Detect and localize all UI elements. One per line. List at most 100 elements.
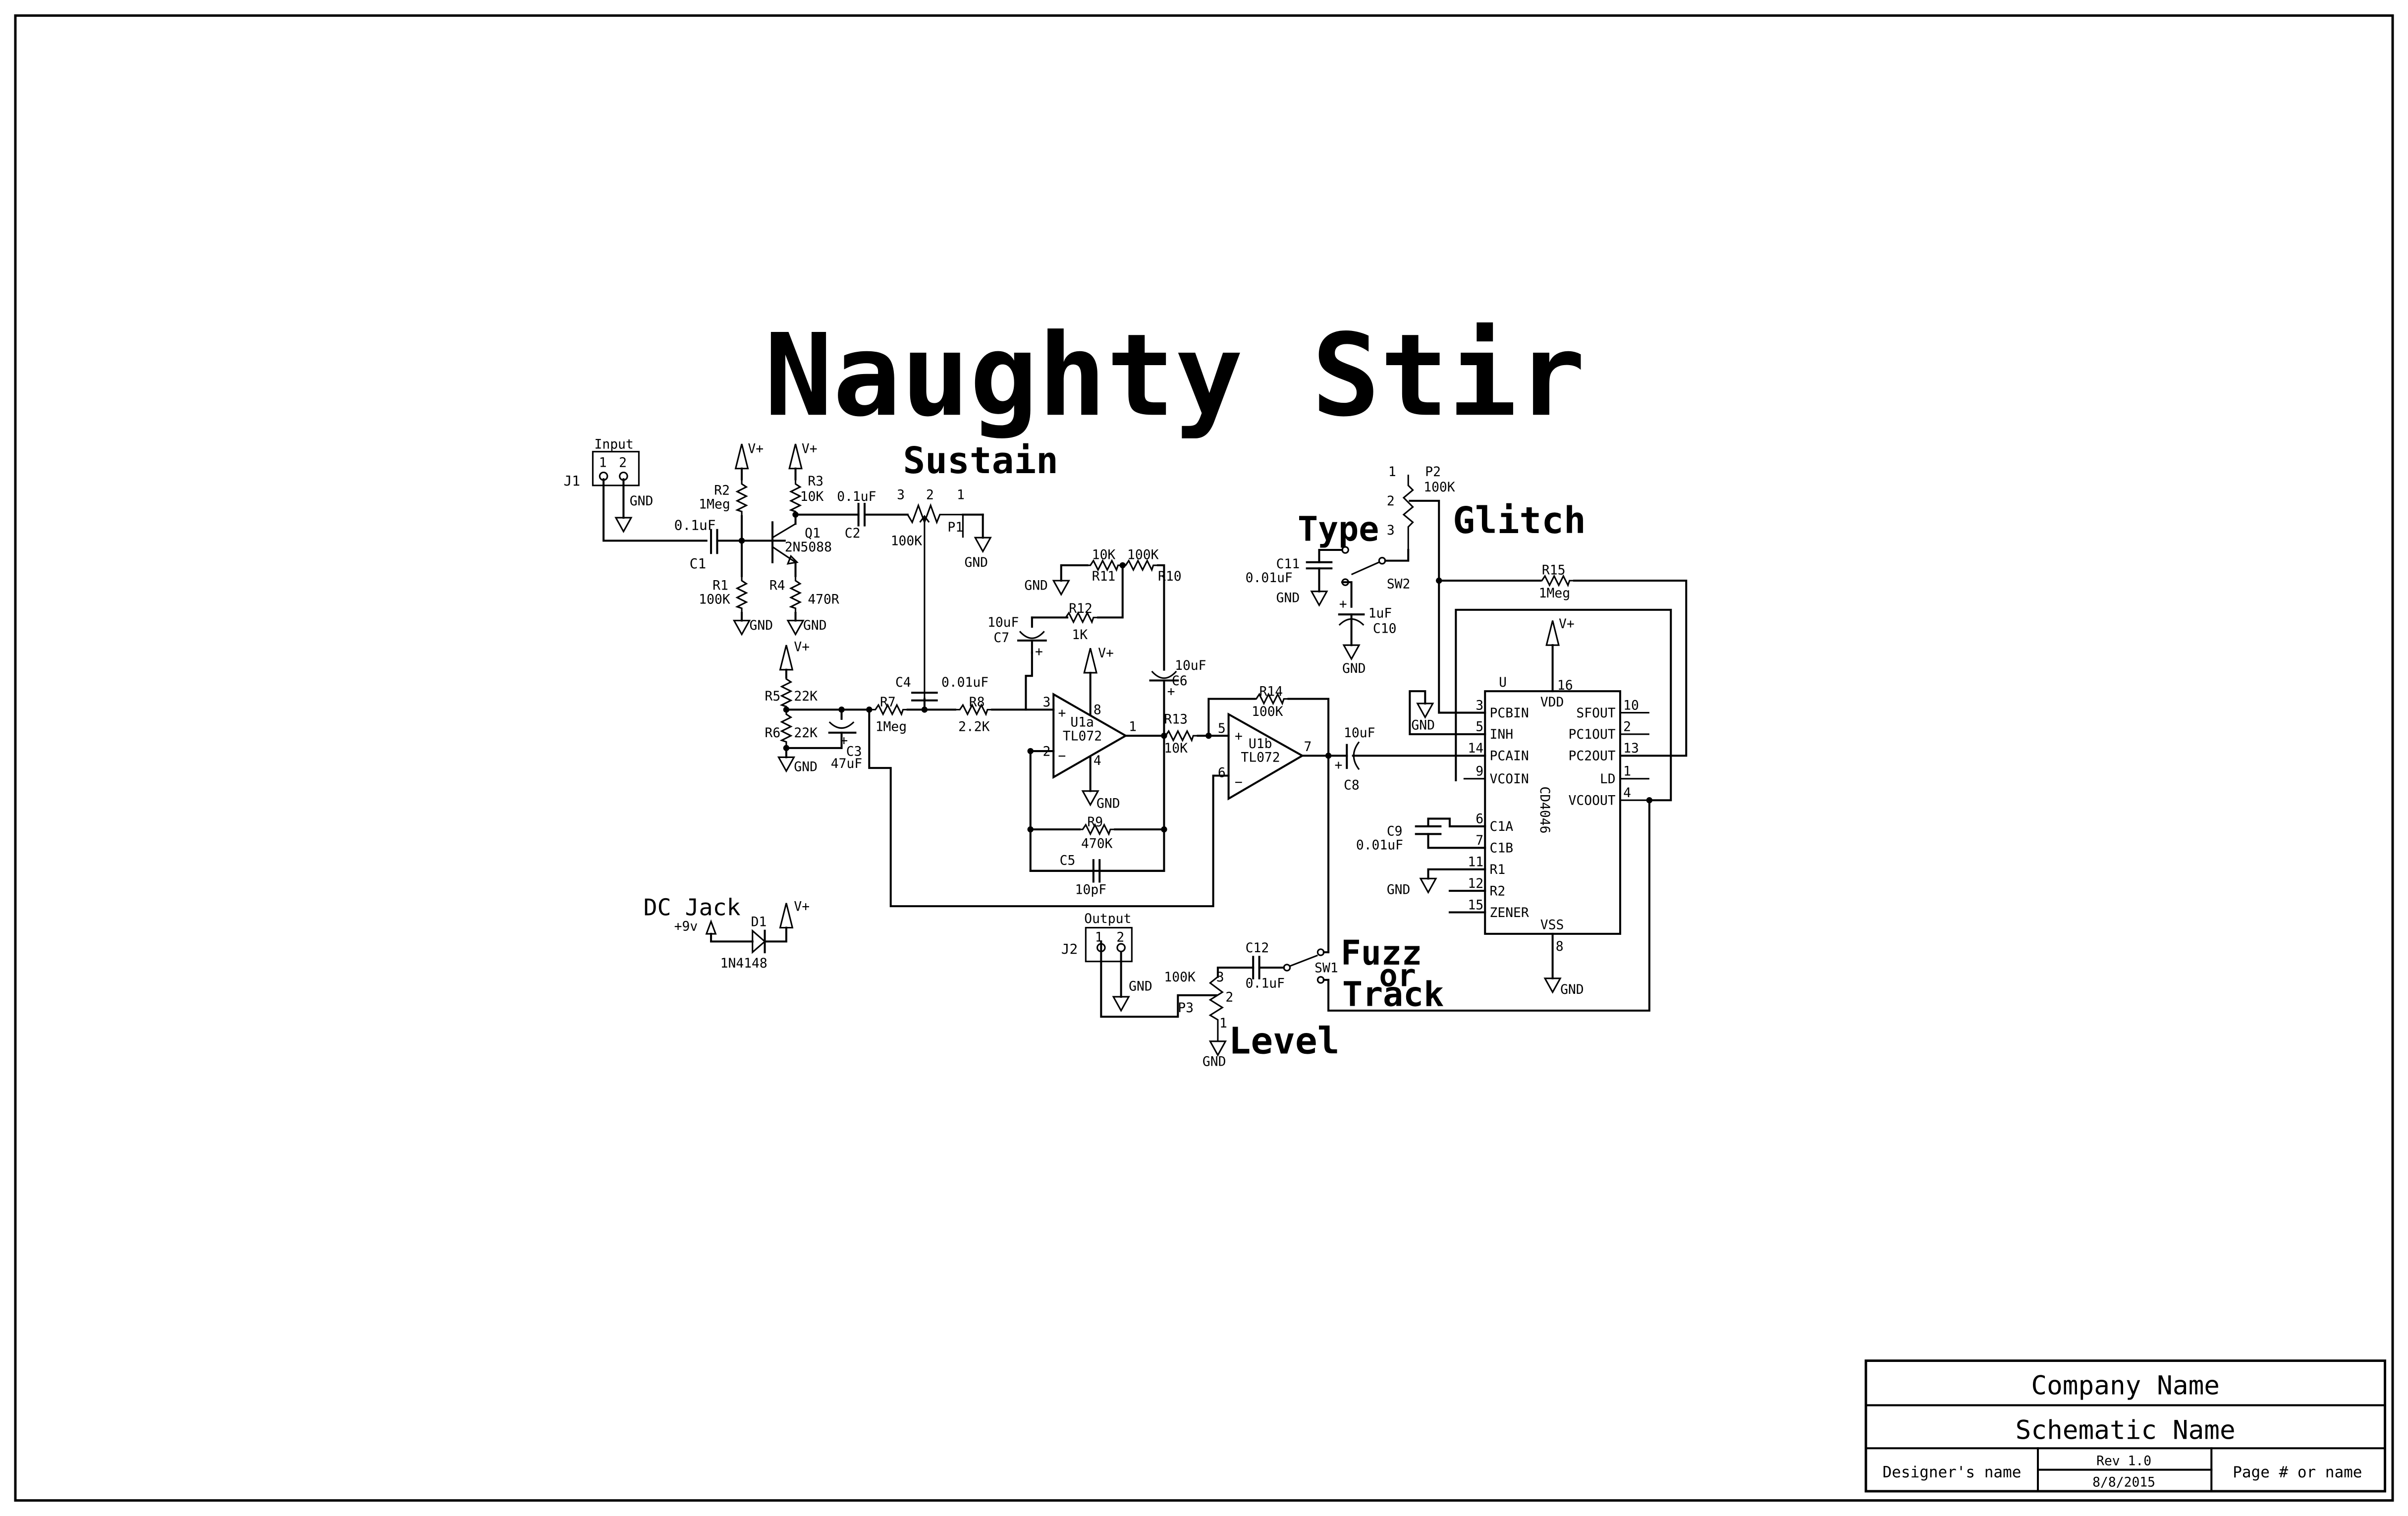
svg-text:1Meg: 1Meg bbox=[1539, 586, 1570, 601]
svg-text:R1: R1 bbox=[712, 579, 728, 594]
svg-text:1: 1 bbox=[599, 456, 607, 471]
svg-text:+: + bbox=[1235, 729, 1243, 744]
svg-text:R11: R11 bbox=[1092, 569, 1116, 584]
svg-text:GND: GND bbox=[794, 759, 818, 774]
svg-text:R4: R4 bbox=[769, 579, 785, 594]
transistor-q1: Q1 2N5088 bbox=[771, 521, 832, 565]
capacitor-c11: C11 0.01uF GND bbox=[1246, 549, 1343, 606]
svg-text:P1: P1 bbox=[947, 520, 963, 535]
svg-text:GND: GND bbox=[630, 494, 654, 509]
svg-text:100K: 100K bbox=[699, 593, 730, 607]
svg-text:100K: 100K bbox=[1252, 704, 1283, 719]
svg-text:V+: V+ bbox=[1559, 617, 1575, 632]
svg-text:100K: 100K bbox=[891, 534, 923, 549]
svg-text:R12: R12 bbox=[1069, 601, 1093, 616]
svg-text:VDD: VDD bbox=[1540, 695, 1564, 710]
svg-text:+: + bbox=[1334, 758, 1342, 773]
svg-text:100K: 100K bbox=[1423, 480, 1455, 495]
pin-name: INH bbox=[1490, 727, 1514, 742]
pll-cd4046: U 16 VDD V+ VSS 8 GND CD4046 bbox=[1484, 617, 1621, 997]
opamp-u1b: + − U1b TL072 5 6 7 bbox=[1218, 712, 1348, 801]
svg-text:U1a: U1a bbox=[1070, 715, 1094, 730]
svg-text:GND: GND bbox=[1024, 579, 1048, 594]
drawing-frame bbox=[14, 14, 2394, 1502]
svg-text:D1: D1 bbox=[751, 915, 767, 929]
svg-text:TL072: TL072 bbox=[1063, 729, 1102, 744]
pot-p3[interactable]: 100K 3 2 P3 1 GND bbox=[1100, 940, 1233, 1069]
capacitor-c3: + C3 47uF bbox=[785, 706, 871, 771]
resistor-r12: R12 1K bbox=[1060, 564, 1124, 643]
svg-text:2: 2 bbox=[926, 488, 934, 503]
pin-number: 10 bbox=[1623, 698, 1639, 713]
svg-text:Output: Output bbox=[1084, 912, 1131, 926]
svg-text:−: − bbox=[1235, 775, 1243, 790]
pin-number: 5 bbox=[1476, 720, 1483, 735]
svg-text:10K: 10K bbox=[800, 489, 824, 504]
svg-text:R15: R15 bbox=[1542, 563, 1566, 578]
pll-part: CD4046 bbox=[1537, 786, 1552, 833]
pin-number: 11 bbox=[1468, 855, 1483, 870]
svg-text:R13: R13 bbox=[1164, 712, 1188, 727]
svg-text:1N4148: 1N4148 bbox=[720, 956, 767, 971]
svg-text:10uF: 10uF bbox=[1344, 726, 1375, 741]
svg-text:10K: 10K bbox=[1164, 741, 1188, 756]
pin-number: 15 bbox=[1468, 898, 1483, 913]
svg-text:2: 2 bbox=[1387, 494, 1395, 509]
svg-text:−: − bbox=[1058, 749, 1066, 764]
pot-p2[interactable]: 1 P2 100K 2 3 bbox=[1387, 465, 1455, 582]
switch-sw2[interactable]: SW2 bbox=[1341, 546, 1410, 592]
svg-text:7: 7 bbox=[1304, 740, 1312, 755]
pin-name: C1B bbox=[1490, 841, 1514, 856]
svg-text:R6: R6 bbox=[765, 726, 781, 741]
resistor-r6: R6 22K GND bbox=[765, 708, 818, 774]
title-rev: Rev 1.0 bbox=[2096, 1454, 2151, 1468]
svg-text:GND: GND bbox=[1411, 718, 1435, 733]
dc-power-d1: +9v V+ D1 1N4148 bbox=[674, 899, 810, 971]
resistor-r2: V+ R2 1Meg bbox=[699, 442, 764, 577]
pin-name: R2 bbox=[1490, 884, 1506, 899]
svg-text:3: 3 bbox=[897, 488, 905, 503]
svg-text:C12: C12 bbox=[1246, 941, 1269, 956]
svg-text:V+: V+ bbox=[1098, 646, 1114, 661]
svg-text:0.01uF: 0.01uF bbox=[941, 675, 988, 690]
resistor-r8: R8 2.2K bbox=[954, 695, 1055, 735]
switch-sw1[interactable]: SW1 bbox=[1283, 948, 1338, 984]
svg-text:+9v: +9v bbox=[674, 920, 698, 934]
svg-text:C10: C10 bbox=[1373, 621, 1397, 636]
pot-p1[interactable]: 3 2 1 100K P1 GND bbox=[891, 488, 991, 699]
resistor-r5: V+ R5 22K bbox=[765, 640, 818, 713]
svg-text:10K: 10K bbox=[1092, 548, 1116, 563]
capacitor-c7: + 10uF C7 bbox=[987, 615, 1069, 711]
svg-text:U1b: U1b bbox=[1249, 737, 1272, 752]
svg-text:R3: R3 bbox=[808, 474, 823, 489]
svg-text:R14: R14 bbox=[1259, 684, 1283, 699]
capacitor-c12: C12 0.1uF bbox=[1216, 941, 1285, 991]
svg-text:GND: GND bbox=[1276, 591, 1300, 605]
resistor-r7: R7 1Meg bbox=[866, 695, 1230, 908]
svg-text:GND: GND bbox=[1129, 979, 1152, 994]
svg-text:Q1: Q1 bbox=[805, 526, 821, 541]
svg-text:V+: V+ bbox=[802, 442, 818, 457]
title-date: 8/8/2015 bbox=[2092, 1475, 2155, 1490]
svg-text:GND: GND bbox=[1560, 982, 1584, 997]
svg-text:U: U bbox=[1499, 675, 1507, 690]
capacitor-c9: C9 0.01uF bbox=[1356, 817, 1486, 853]
svg-text:1K: 1K bbox=[1072, 628, 1088, 643]
svg-text:C7: C7 bbox=[993, 631, 1009, 646]
svg-text:22K: 22K bbox=[794, 689, 818, 704]
resistor-r4: GND R4 470R bbox=[769, 561, 839, 636]
pin-number: 2 bbox=[1623, 720, 1631, 735]
svg-text:Input: Input bbox=[595, 437, 634, 452]
svg-text:+: + bbox=[1035, 645, 1043, 659]
svg-text:22K: 22K bbox=[794, 726, 818, 741]
resistor-r11: GND 10K R11 bbox=[1024, 548, 1126, 596]
pin-name: LD bbox=[1600, 772, 1616, 787]
svg-text:+: + bbox=[840, 734, 848, 749]
title-schematic: Schematic Name bbox=[2016, 1415, 2236, 1446]
resistor-r14: R14 100K bbox=[1207, 684, 1330, 954]
inh-ground: GND bbox=[1409, 690, 1486, 735]
